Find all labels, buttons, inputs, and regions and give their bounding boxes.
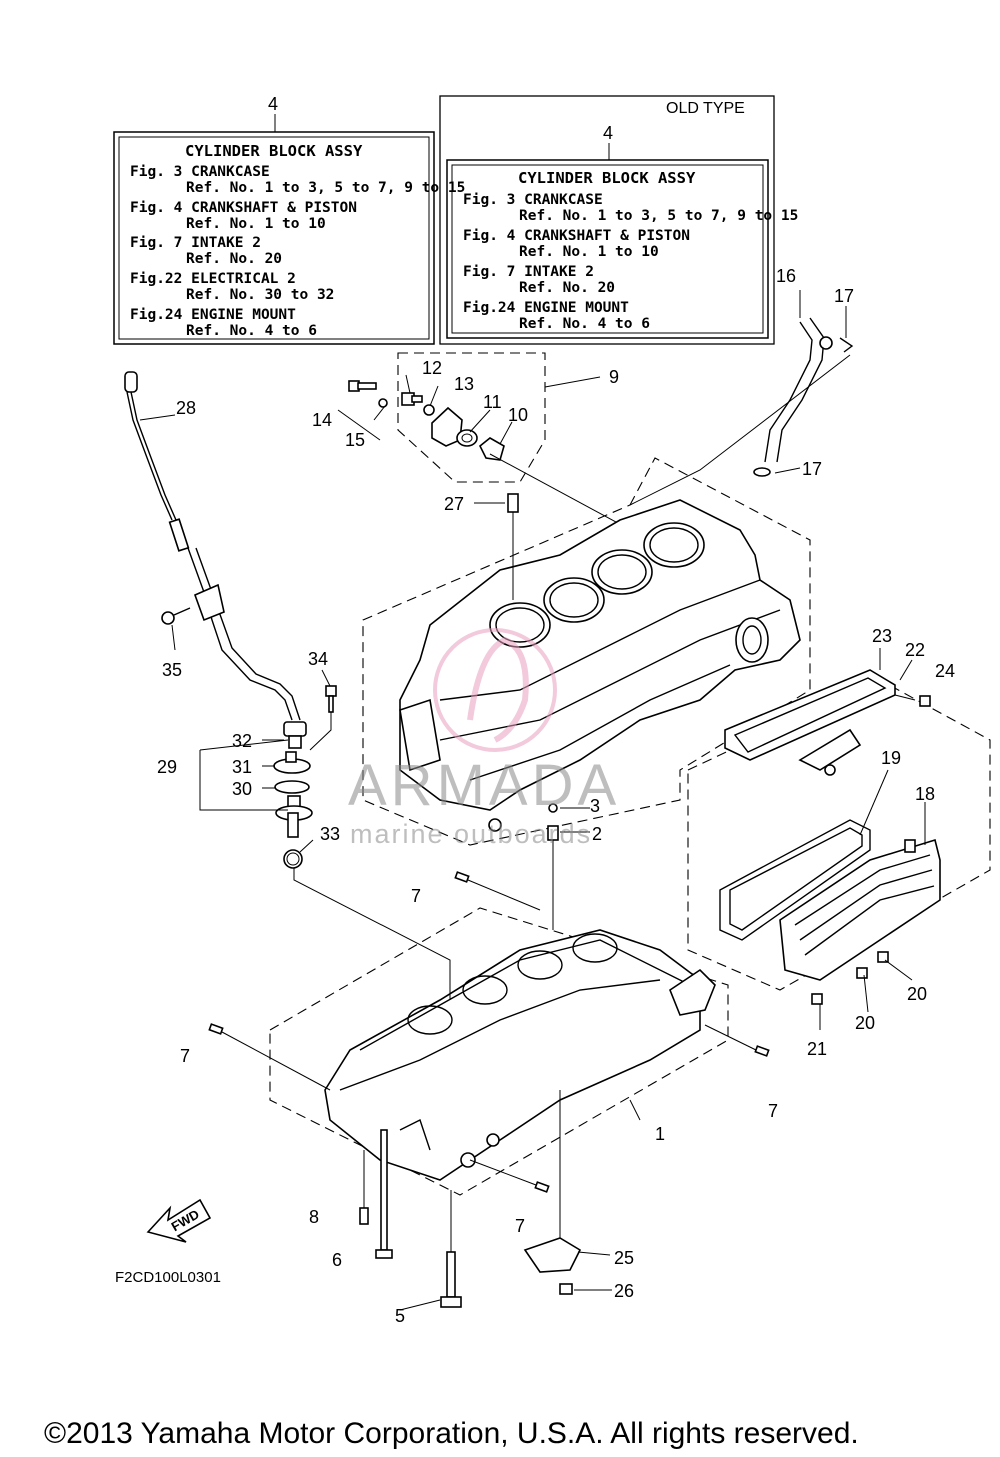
callout-16: 16 [776, 266, 796, 286]
callout-4: 4 [268, 94, 278, 114]
callout-20b: 20 [855, 1013, 875, 1033]
callout-29: 29 [157, 757, 177, 777]
copyright-notice: ©2013 Yamaha Motor Corporation, U.S.A. A… [44, 1417, 859, 1450]
callout-30: 30 [232, 779, 252, 799]
callout-5: 5 [395, 1306, 405, 1326]
callout-6: 6 [332, 1250, 342, 1270]
callout-2: 2 [592, 824, 602, 844]
callout-18: 18 [915, 784, 935, 804]
box-old-ref-1: Ref. No. 1 to 3, 5 to 7, 9 to 15 [519, 208, 798, 224]
callout-17a: 17 [834, 286, 854, 306]
watermark-tagline: marine outboards [350, 819, 592, 849]
watermark-logo-icon [433, 628, 557, 752]
box-old-ref-4: Ref. No. 4 to 6 [519, 316, 650, 332]
dipstick [124, 371, 301, 721]
callout-7a: 7 [411, 886, 421, 906]
callout-27: 27 [444, 494, 464, 514]
box-new-fig-1: Fig. 3 CRANKCASE [130, 164, 270, 180]
callout-26: 26 [614, 1281, 634, 1301]
callout-21: 21 [807, 1039, 827, 1059]
callout-17b: 17 [802, 459, 822, 479]
box-new-ref-2: Ref. No. 1 to 10 [186, 216, 326, 232]
leader-lines [139, 290, 926, 1311]
callout-24: 24 [935, 661, 955, 681]
callout-32: 32 [232, 731, 252, 751]
callout-1: 1 [655, 1124, 665, 1144]
old-type-label: OLD TYPE [666, 100, 745, 117]
hose-parts [629, 317, 854, 506]
watermark-brand: ARMADA [348, 753, 620, 818]
fasteners [208, 803, 770, 1308]
reference-box-old: OLD TYPE 4 CYLINDER BLOCK ASSY Fig. 3 CR… [439, 95, 798, 345]
callout-9: 9 [609, 367, 619, 387]
callout-28: 28 [176, 398, 196, 418]
box-new-fig-3: Fig. 7 INTAKE 2 [130, 235, 261, 251]
callout-25: 25 [614, 1248, 634, 1268]
callout-12: 12 [422, 358, 442, 378]
callout-7b: 7 [180, 1046, 190, 1066]
callout-20a: 20 [907, 984, 927, 1004]
callout-22: 22 [905, 640, 925, 660]
cylinder-block [399, 493, 801, 832]
box-new-title: CYLINDER BLOCK ASSY [185, 142, 363, 160]
box-new-ref-5: Ref. No. 4 to 6 [186, 323, 317, 339]
box-old-fig-3: Fig. 7 INTAKE 2 [463, 264, 594, 280]
box-new-fig-2: Fig. 4 CRANKSHAFT & PISTON [130, 200, 357, 216]
callout-10: 10 [508, 405, 528, 425]
box-old-ref-3: Ref. No. 20 [519, 280, 615, 296]
callout-33: 33 [320, 824, 340, 844]
callout-7d: 7 [515, 1216, 525, 1236]
box-new-ref-3: Ref. No. 20 [186, 251, 282, 267]
box-old-ref-2: Ref. No. 1 to 10 [519, 244, 659, 260]
box-old-title: CYLINDER BLOCK ASSY [518, 169, 696, 187]
intake-cover-parts [719, 669, 941, 1030]
box-new-ref-4: Ref. No. 30 to 32 [186, 287, 334, 303]
watermark: ARMADA marine outboards [348, 628, 620, 849]
box-new-fig-4: Fig.22 ELECTRICAL 2 [130, 271, 296, 287]
callout-3: 3 [590, 796, 600, 816]
crankcase [324, 929, 716, 1181]
callout-31: 31 [232, 757, 252, 777]
box-old-fig-1: Fig. 3 CRANKCASE [463, 192, 603, 208]
box-new-ref-1: Ref. No. 1 to 3, 5 to 7, 9 to 15 [186, 180, 465, 196]
callout-11: 11 [483, 392, 502, 412]
fwd-arrow-icon: FWD [146, 1198, 212, 1243]
box-old-fig-2: Fig. 4 CRANKSHAFT & PISTON [463, 228, 690, 244]
callout-4-old: 4 [603, 123, 613, 143]
diagram-code: F2CD100L0301 [115, 1269, 221, 1286]
callout-14: 14 [312, 410, 332, 430]
callout-7c: 7 [768, 1101, 778, 1121]
box-old-fig-4: Fig.24 ENGINE MOUNT [463, 300, 629, 316]
callout-15: 15 [345, 430, 365, 450]
reference-box-new: 4 CYLINDER BLOCK ASSY Fig. 3 CRANKCASE R… [113, 94, 465, 345]
callout-19: 19 [881, 748, 901, 768]
callout-23: 23 [872, 626, 892, 646]
callout-13: 13 [454, 374, 474, 394]
callout-8: 8 [309, 1207, 319, 1227]
callout-numbers: 1 2 3 5 6 7 7 7 7 7 8 9 10 11 12 13 14 1… [157, 266, 955, 1326]
callout-34: 34 [308, 649, 328, 669]
cover-parts-9-15 [348, 380, 641, 536]
box-new-fig-5: Fig.24 ENGINE MOUNT [130, 307, 296, 323]
callout-35: 35 [162, 660, 182, 680]
